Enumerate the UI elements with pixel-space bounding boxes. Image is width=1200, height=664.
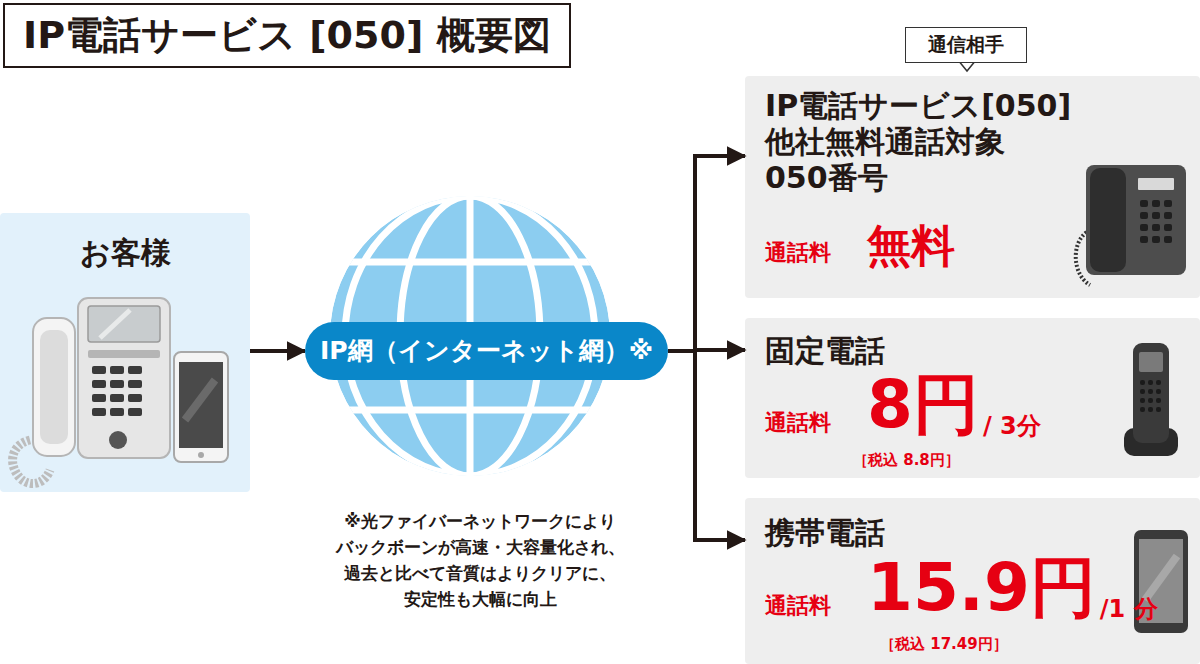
destination-box: IP電話サービス[050] 他社無料通話対象 050番号通話料 無料 <box>745 76 1200 298</box>
node-text: ［税込 8.8円］ <box>853 451 960 469</box>
diagram-title: IP電話サービス [050] 概要図 <box>3 3 571 68</box>
node-text: /1 分 <box>1100 595 1158 624</box>
node-text: / 3分 <box>983 412 1041 441</box>
node-heading: IP網（インターネット網）※ <box>305 322 668 380</box>
destination-panel <box>745 76 1200 298</box>
node-heading: 通信相手 <box>906 33 1025 56</box>
destination-box: 携帯電話通話料 15.9円/1 分 ［税込 17.49円］ <box>745 498 1200 664</box>
destination-panel <box>745 498 1200 664</box>
customer-box: お客様 <box>0 213 250 492</box>
smartphone-icon <box>174 352 228 462</box>
price-text: 8円 <box>867 370 979 439</box>
destination-panel <box>745 318 1200 478</box>
destination-box: 固定電話通話料 8円/ 3分 ［税込 8.8円］ <box>745 318 1200 478</box>
customer-panel <box>0 213 250 492</box>
price-text: 15.9円 <box>867 553 1096 622</box>
cordless-phone-icon <box>1124 343 1178 456</box>
node-text: 通話料 <box>765 410 831 436</box>
desk-phone-icon <box>13 298 170 484</box>
price-text: 無料 <box>867 220 955 273</box>
node-text: 通話料 <box>765 240 831 266</box>
arrow-connector <box>668 351 745 540</box>
arrow-connector <box>668 156 745 351</box>
node-heading: お客様 <box>0 235 250 271</box>
node-text: ［税込 17.49円］ <box>880 635 1008 653</box>
callout-box: 通信相手 <box>905 27 1027 63</box>
node-heading: 携帯電話 <box>765 515 885 551</box>
node-text: 通話料 <box>765 593 831 619</box>
node-heading: 固定電話 <box>765 333 885 369</box>
note-text: ※光ファイバーネットワークにより バックボーンが高速・大容量化され、 過去と比べ… <box>300 508 660 612</box>
ip-phone-icon <box>1076 165 1186 285</box>
callout-pointer <box>960 63 974 72</box>
node-heading: IP電話サービス[050] 他社無料通話対象 050番号 <box>765 88 1095 196</box>
network-pill: IP網（インターネット網）※ <box>305 322 668 380</box>
arrow-connector <box>250 349 305 353</box>
